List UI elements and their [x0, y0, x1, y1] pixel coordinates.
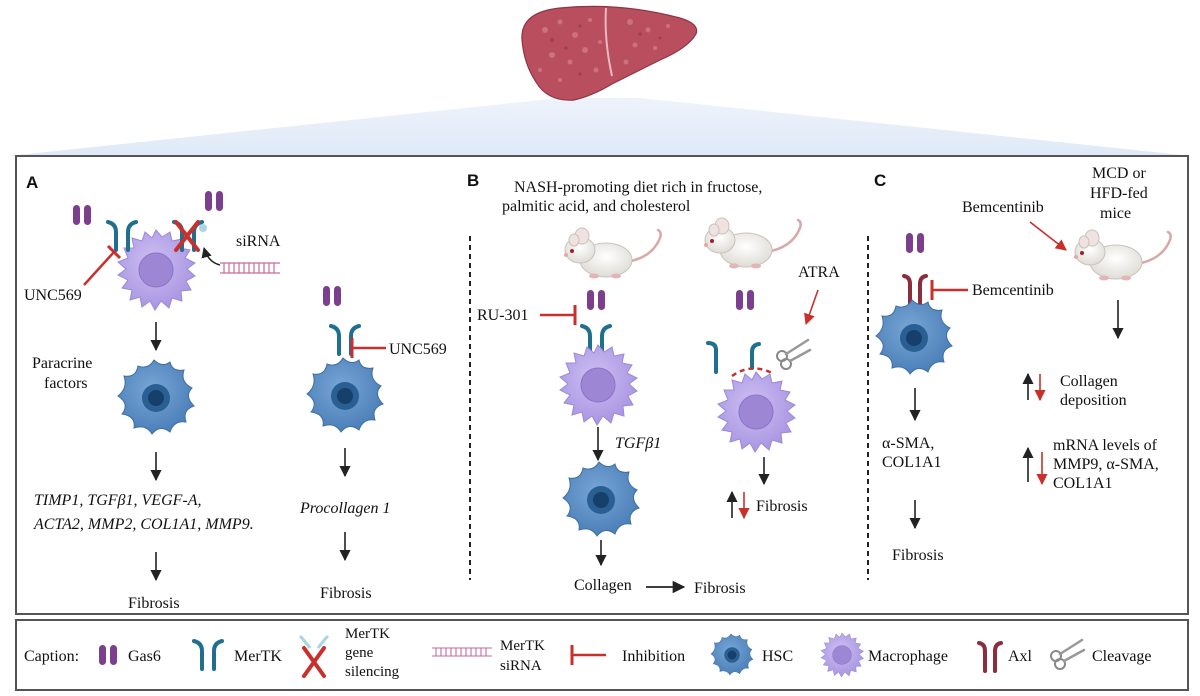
panel-a: A UNC569 siRNA Paracrine factors TIMP1, … [24, 173, 447, 612]
unc569-label: UNC569 [389, 341, 447, 358]
tgfb1-label: TGFβ1 [615, 435, 661, 452]
liver-illustration [521, 5, 698, 101]
asma-label: α-SMA, [882, 435, 934, 452]
mrna-label: COL1A1 [1053, 475, 1113, 492]
collagen-label: deposition [1060, 392, 1127, 409]
inhibition-icon [570, 645, 606, 665]
mice-label: mice [1100, 205, 1131, 222]
caption-macrophage: Macrophage [868, 648, 948, 665]
fibrosis-label: Fibrosis [892, 547, 944, 564]
ru301-label: RU-301 [477, 307, 529, 324]
caption-sirna: MerTK [500, 638, 545, 654]
panel-c-letter: C [874, 171, 886, 190]
bemcentinib-label: Bemcentinib [962, 199, 1044, 216]
caption-silencing: silencing [345, 664, 400, 680]
caption-silencing: MerTK [345, 626, 390, 642]
fibrosis-label: Fibrosis [128, 595, 180, 612]
gene-list-line: ACTA2, MMP2, COL1A1, MMP9. [33, 516, 254, 533]
panel-b-letter: B [467, 171, 479, 190]
mice-label: MCD or [1092, 165, 1146, 182]
caption-gas6: Gas6 [128, 648, 161, 665]
collagen-label: Collagen [574, 577, 632, 594]
unc569-label: UNC569 [24, 287, 82, 304]
gene-list-line: TIMP1, TGFβ1, VEGF-A, [34, 492, 202, 509]
caption-title: Caption: [24, 648, 79, 665]
caption-inhibition: Inhibition [622, 648, 685, 665]
panel-c: C MCD or HFD-fed mice Bemcentinib Bemcen… [874, 165, 1172, 564]
sirna-label: siRNA [236, 233, 281, 250]
panel-b: B NASH-promoting diet rich in fructose, … [467, 171, 840, 597]
atra-label: ATRA [798, 264, 840, 281]
gene-silencing-mark [174, 220, 207, 252]
sirna-strand [220, 262, 280, 274]
diet-label: palmitic acid, and cholesterol [502, 198, 691, 215]
caption-sirna: siRNA [500, 658, 542, 674]
fibrosis-label: Fibrosis [320, 585, 372, 602]
caption-hsc: HSC [762, 648, 793, 665]
caption-cleavage: Cleavage [1092, 648, 1152, 665]
caption-silencing: gene [345, 645, 374, 661]
asma-label: COL1A1 [882, 454, 942, 471]
paracrine-label: factors [44, 375, 88, 392]
caption-legend: Caption: Gas6 MerTK MerTK gene silencing… [24, 626, 1152, 680]
procollagen-label: Procollagen 1 [299, 500, 391, 517]
diet-label: NASH-promoting diet rich in fructose, [514, 179, 762, 196]
mice-label: HFD-fed [1090, 185, 1148, 202]
mrna-label: MMP9, α-SMA, [1053, 456, 1159, 473]
mrna-label: mRNA levels of [1053, 437, 1158, 454]
fibrosis-label: Fibrosis [694, 580, 746, 597]
cleaved-mertk [706, 341, 775, 378]
panel-a-letter: A [26, 173, 38, 192]
sirna-icon [432, 647, 492, 657]
caption-axl: Axl [1008, 648, 1033, 665]
paracrine-label: Paracrine [32, 355, 92, 372]
silencing-icon [298, 634, 330, 678]
fibrosis-label: Fibrosis [756, 498, 808, 515]
collagen-label: Collagen [1060, 373, 1118, 390]
zoom-fan [8, 98, 1192, 156]
caption-mertk: MerTK [234, 648, 282, 665]
bemcentinib-label: Bemcentinib [972, 282, 1054, 299]
